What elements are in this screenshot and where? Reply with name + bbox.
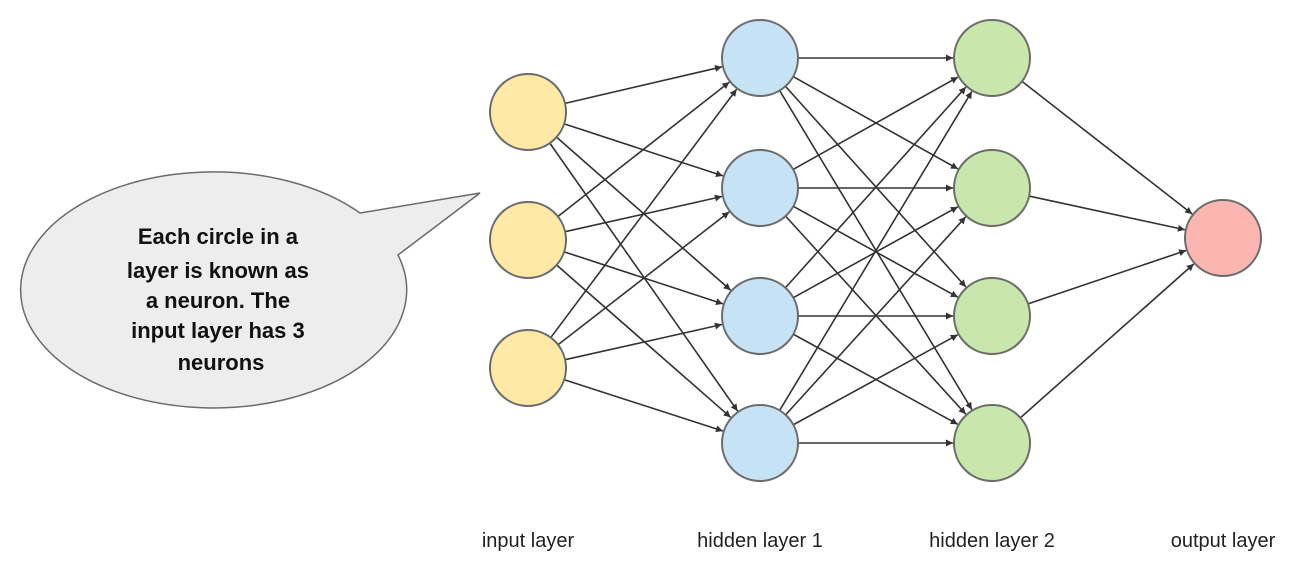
hidden-2-neuron: [953, 404, 1031, 482]
connection-arrow: [1028, 195, 1186, 232]
connection-edges: [549, 54, 1195, 447]
input-neuron: [489, 329, 567, 407]
input-neuron: [489, 73, 567, 151]
callout-bubble: Each circle in a layer is known as a neu…: [19, 171, 481, 409]
connection-arrow: [556, 264, 732, 418]
callout-shape: [19, 171, 481, 409]
connection-arrow: [784, 216, 967, 416]
connection-arrow: [557, 211, 730, 346]
neurons: [489, 19, 1262, 482]
hidden-layer-2-label: hidden layer 2: [929, 530, 1055, 552]
hidden-2-neuron: [953, 19, 1031, 97]
connection-arrow: [784, 86, 967, 289]
output-neuron: [1184, 199, 1262, 277]
hidden-1-neuron: [721, 277, 799, 355]
hidden-1-neuron: [721, 19, 799, 97]
connection-arrow: [564, 65, 723, 105]
connection-arrow: [564, 322, 723, 361]
hidden-layer-1-label: hidden layer 1: [697, 530, 823, 552]
input-neuron: [489, 201, 567, 279]
connection-arrow: [563, 378, 724, 433]
callout-line: layer is known as: [127, 258, 309, 283]
input-layer-label: input layer: [482, 530, 575, 552]
connection-arrow: [792, 76, 959, 171]
connection-arrow: [1021, 80, 1193, 215]
connection-arrow: [557, 81, 730, 218]
hidden-2-neuron: [953, 149, 1031, 227]
output-layer-label: output layer: [1171, 530, 1276, 552]
callout-text: Each circle in a layer is known as a neu…: [127, 224, 315, 375]
callout-line: Each circle in a: [138, 224, 299, 249]
connection-arrow: [1019, 263, 1195, 419]
connection-arrow: [550, 88, 738, 339]
hidden-2-neuron: [953, 277, 1031, 355]
callout-line: neurons: [178, 350, 265, 375]
callout-line: a neuron. The: [146, 288, 290, 313]
hidden-1-neuron: [721, 149, 799, 227]
connection-arrow: [792, 334, 959, 426]
connection-arrow: [1027, 249, 1187, 305]
connection-arrow: [778, 90, 973, 411]
hidden-1-neuron: [721, 404, 799, 482]
callout-line: input layer has 3: [131, 318, 305, 343]
